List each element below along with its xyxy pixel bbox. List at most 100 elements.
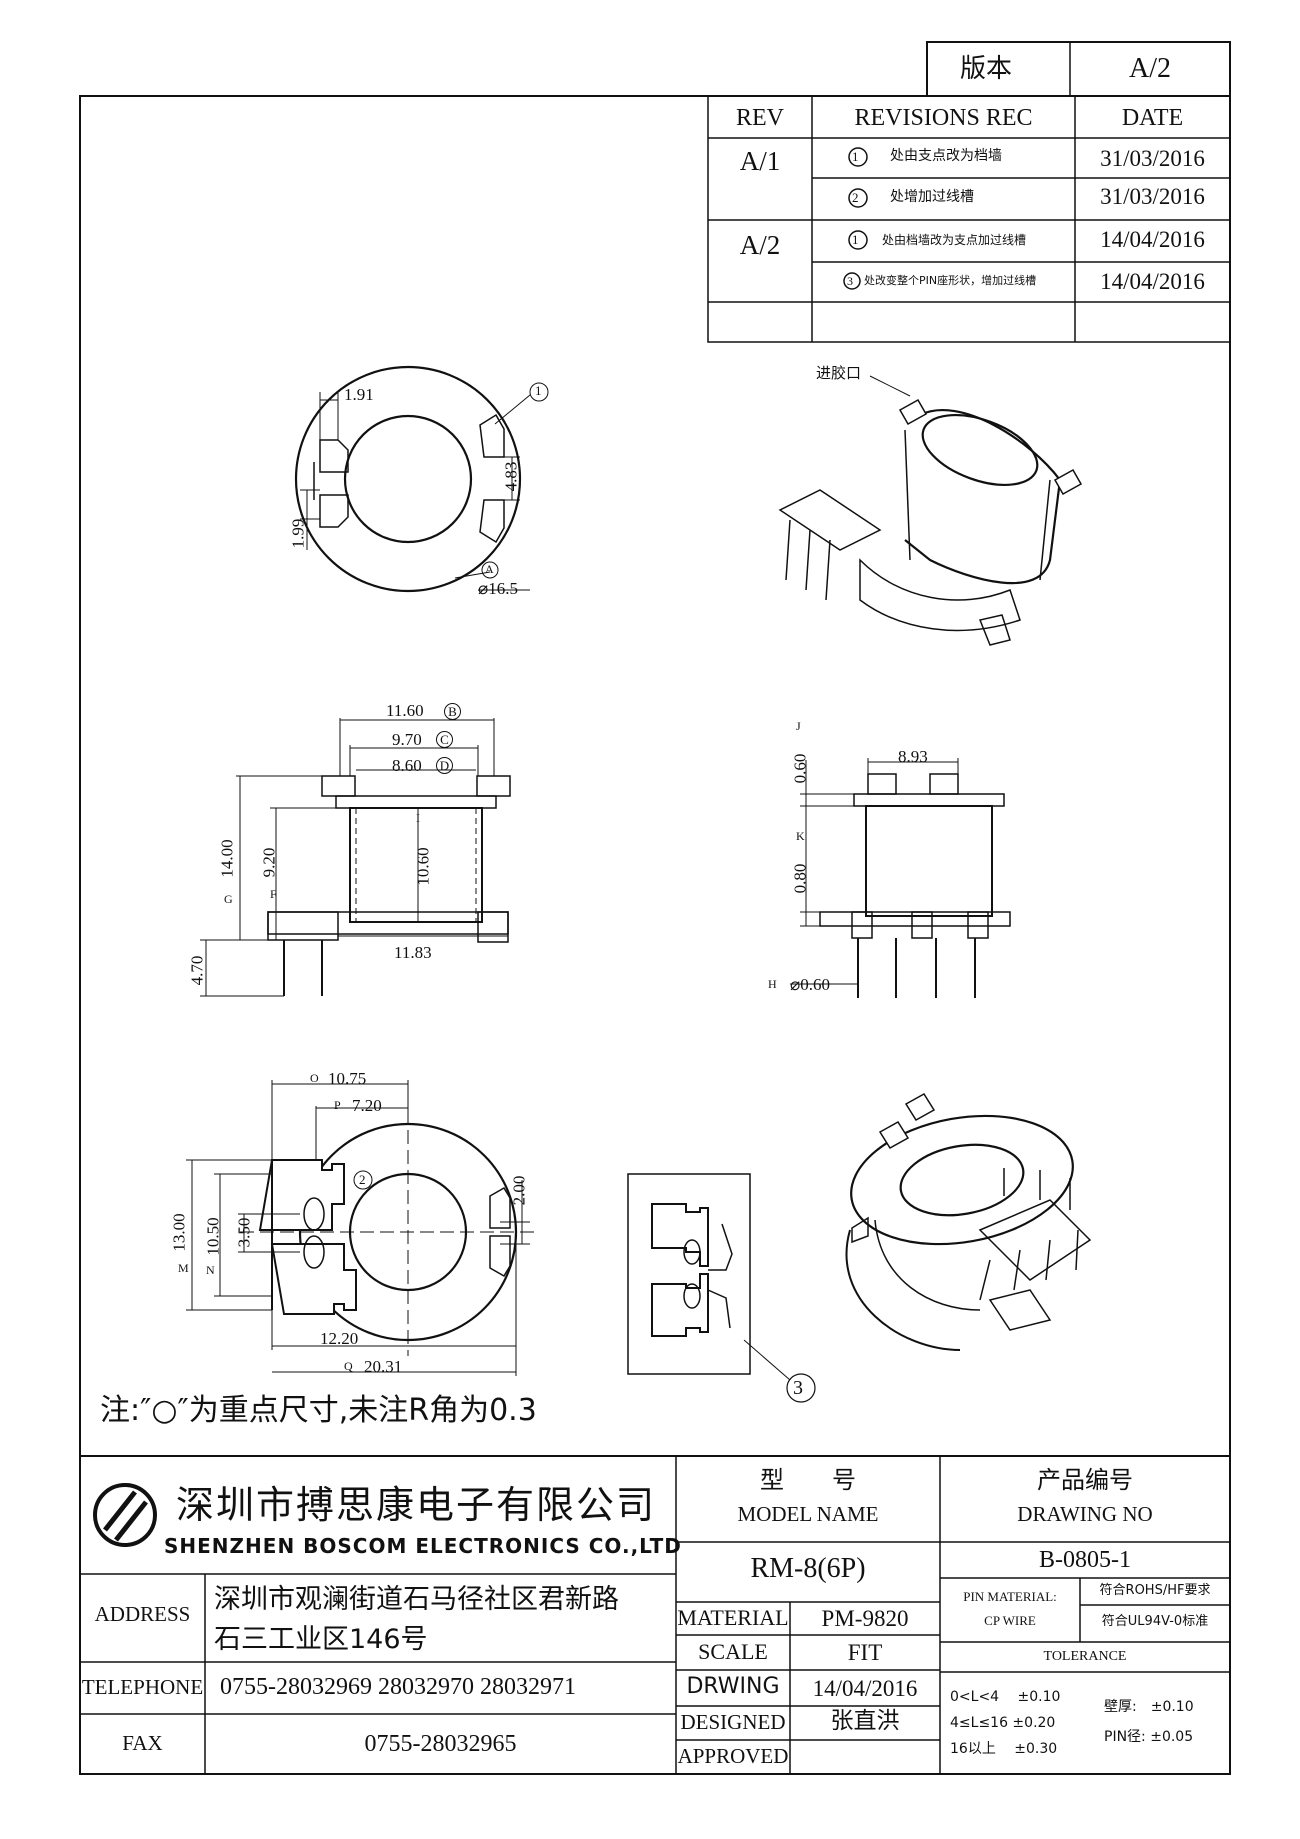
fax-value: 0755-28032965 bbox=[364, 1731, 517, 1757]
tolerance-label: TOLERANCE bbox=[1043, 1649, 1127, 1664]
address-label: ADDRESS bbox=[94, 1602, 191, 1626]
rev-date-3: 14/04/2016 bbox=[1100, 227, 1205, 252]
ref-n: N bbox=[206, 1263, 215, 1277]
dim-13-00: 13.00 bbox=[169, 1213, 189, 1252]
rev-text-1: 处由支点改为档墙 bbox=[890, 148, 1002, 164]
rev-num-4: 3 bbox=[847, 274, 853, 288]
company-name-cn: 深圳市搏思康电子有限公司 bbox=[176, 1483, 657, 1527]
drawing-no-label-en: DRAWING NO bbox=[1017, 1502, 1153, 1526]
drawing-no-label-cn: 产品编号 bbox=[1037, 1466, 1133, 1494]
front-view-geometry bbox=[200, 718, 511, 997]
model-label-cn: 型 号 bbox=[760, 1466, 856, 1494]
tolerance-range-1: 0<L<4 ±0.10 bbox=[950, 1689, 1061, 1705]
dim-pin-dia: ⌀0.60 bbox=[790, 975, 830, 994]
ref-b: B bbox=[444, 703, 461, 720]
dim-0-60: 0.60 bbox=[790, 753, 810, 784]
address-line-1: 深圳市观澜街道石马径社区君新路 bbox=[214, 1584, 619, 1615]
bottom-view-geometry bbox=[186, 1080, 540, 1376]
ref-c: C bbox=[436, 731, 453, 748]
designed-value: 张直洪 bbox=[830, 1708, 900, 1734]
iso-top-geometry bbox=[778, 375, 1083, 646]
telephone-value: 0755-28032969 28032970 28032971 bbox=[220, 1674, 576, 1700]
drawing-frame bbox=[79, 95, 1231, 1775]
dim-10-50: 10.50 bbox=[203, 1217, 223, 1256]
rev-num-3: 1 bbox=[852, 232, 859, 247]
wall-tolerance: 壁厚: ±0.10 bbox=[1104, 1699, 1194, 1715]
material-value: PM-9820 bbox=[821, 1606, 909, 1631]
ref-i: I bbox=[416, 811, 420, 825]
dim-3-50: 3.50 bbox=[234, 1217, 254, 1248]
ref-q: Q bbox=[344, 1359, 353, 1373]
ref-o: O bbox=[310, 1071, 319, 1085]
dim-12-20: 12.20 bbox=[320, 1329, 359, 1348]
dim-11-83: 11.83 bbox=[394, 943, 432, 962]
designed-label: DESIGNED bbox=[680, 1710, 786, 1734]
side-view-geometry bbox=[790, 758, 1011, 998]
dim-10-75: 10.75 bbox=[328, 1069, 367, 1088]
ref-g: G bbox=[224, 892, 233, 906]
callout-3: 3 bbox=[793, 1377, 803, 1399]
dim-9-70: 9.70 bbox=[392, 730, 422, 749]
logo-ring bbox=[93, 1483, 157, 1547]
tolerance-range-2: 4≤L≤16 ±0.20 bbox=[950, 1715, 1056, 1731]
dim-0-80: 0.80 bbox=[790, 863, 810, 894]
version-label: 版本 bbox=[960, 54, 1013, 84]
rev-num-2: 2 bbox=[852, 190, 859, 205]
ref-a: A bbox=[485, 562, 494, 576]
dim-14-00: 14.00 bbox=[217, 839, 237, 878]
address-line-2: 石三工业区146号 bbox=[214, 1624, 428, 1655]
dim-8-93: 8.93 bbox=[898, 747, 928, 766]
company-name-en: SHENZHEN BOSCOM ELECTRONICS CO.,LTD bbox=[164, 1534, 682, 1558]
scale-label: SCALE bbox=[698, 1639, 768, 1664]
detail-view-geometry bbox=[627, 1173, 816, 1403]
rec-header: REVISIONS REC bbox=[854, 105, 1033, 131]
iso-bottom-geometry bbox=[845, 1092, 1092, 1351]
fax-label: FAX bbox=[122, 1731, 163, 1755]
rev-date-4: 14/04/2016 bbox=[1100, 269, 1205, 294]
ref-j: J bbox=[796, 719, 801, 733]
rev-text-3: 处由档墙改为支点加过线槽 bbox=[882, 233, 1027, 247]
dim-dia-16-5: ⌀16.5 bbox=[478, 579, 518, 598]
date-label: DRWING bbox=[686, 1674, 780, 1699]
drawing-no-value: B-0805-1 bbox=[1039, 1547, 1131, 1573]
rev-text-2: 处增加过线槽 bbox=[890, 189, 974, 205]
dim-1-91: 1.91 bbox=[344, 385, 374, 404]
version-value: A/2 bbox=[1129, 53, 1171, 84]
dim-9-20: 9.20 bbox=[259, 847, 279, 878]
ref-h: H bbox=[768, 977, 777, 991]
rev-row-1: A/1 bbox=[739, 146, 781, 176]
title-block-lines bbox=[80, 1455, 1230, 1774]
ul-compliance: 符合UL94V-0标准 bbox=[1101, 1614, 1209, 1629]
rev-text-4: 处改变整个PIN座形状，增加过线槽 bbox=[864, 274, 1037, 287]
rev-header: REV bbox=[736, 105, 784, 131]
material-label: MATERIAL bbox=[677, 1605, 789, 1630]
callout-2: 2 bbox=[359, 1172, 366, 1187]
dim-1-99: 1.99 bbox=[288, 518, 308, 549]
date-header: DATE bbox=[1121, 105, 1184, 131]
callout-1: 1 bbox=[535, 383, 542, 398]
dim-20-31: 20.31 bbox=[364, 1357, 403, 1376]
date-value: 14/04/2016 bbox=[812, 1676, 918, 1701]
model-label-en: MODEL NAME bbox=[737, 1502, 879, 1526]
rev-num-1: 1 bbox=[852, 149, 859, 164]
top-view-geometry bbox=[294, 365, 549, 593]
rev-date-1: 31/03/2016 bbox=[1100, 146, 1205, 171]
gate-label: 进胶口 bbox=[816, 364, 862, 382]
ref-d: D bbox=[436, 757, 453, 774]
dim-10-60: 10.60 bbox=[413, 847, 433, 886]
rev-row-3: A/2 bbox=[739, 230, 781, 260]
pin-material-label: PIN MATERIAL: bbox=[963, 1589, 1057, 1604]
model-value: RM-8(6P) bbox=[750, 1553, 866, 1584]
rev-date-2: 31/03/2016 bbox=[1100, 184, 1205, 209]
pin-tolerance: PIN径: ±0.05 bbox=[1104, 1729, 1194, 1745]
revision-table-lines bbox=[707, 95, 1231, 343]
dim-8-60: 8.60 bbox=[392, 756, 422, 775]
dim-7-20: 7.20 bbox=[352, 1096, 382, 1115]
pin-material-value: CP WIRE bbox=[984, 1613, 1036, 1628]
scale-value: FIT bbox=[847, 1640, 883, 1665]
rohs-compliance: 符合ROHS/HF要求 bbox=[1099, 1583, 1211, 1598]
dim-4-83: 4.83 bbox=[501, 461, 521, 492]
approved-label: APPROVED bbox=[677, 1744, 789, 1768]
dim-4-70: 4.70 bbox=[187, 955, 207, 986]
